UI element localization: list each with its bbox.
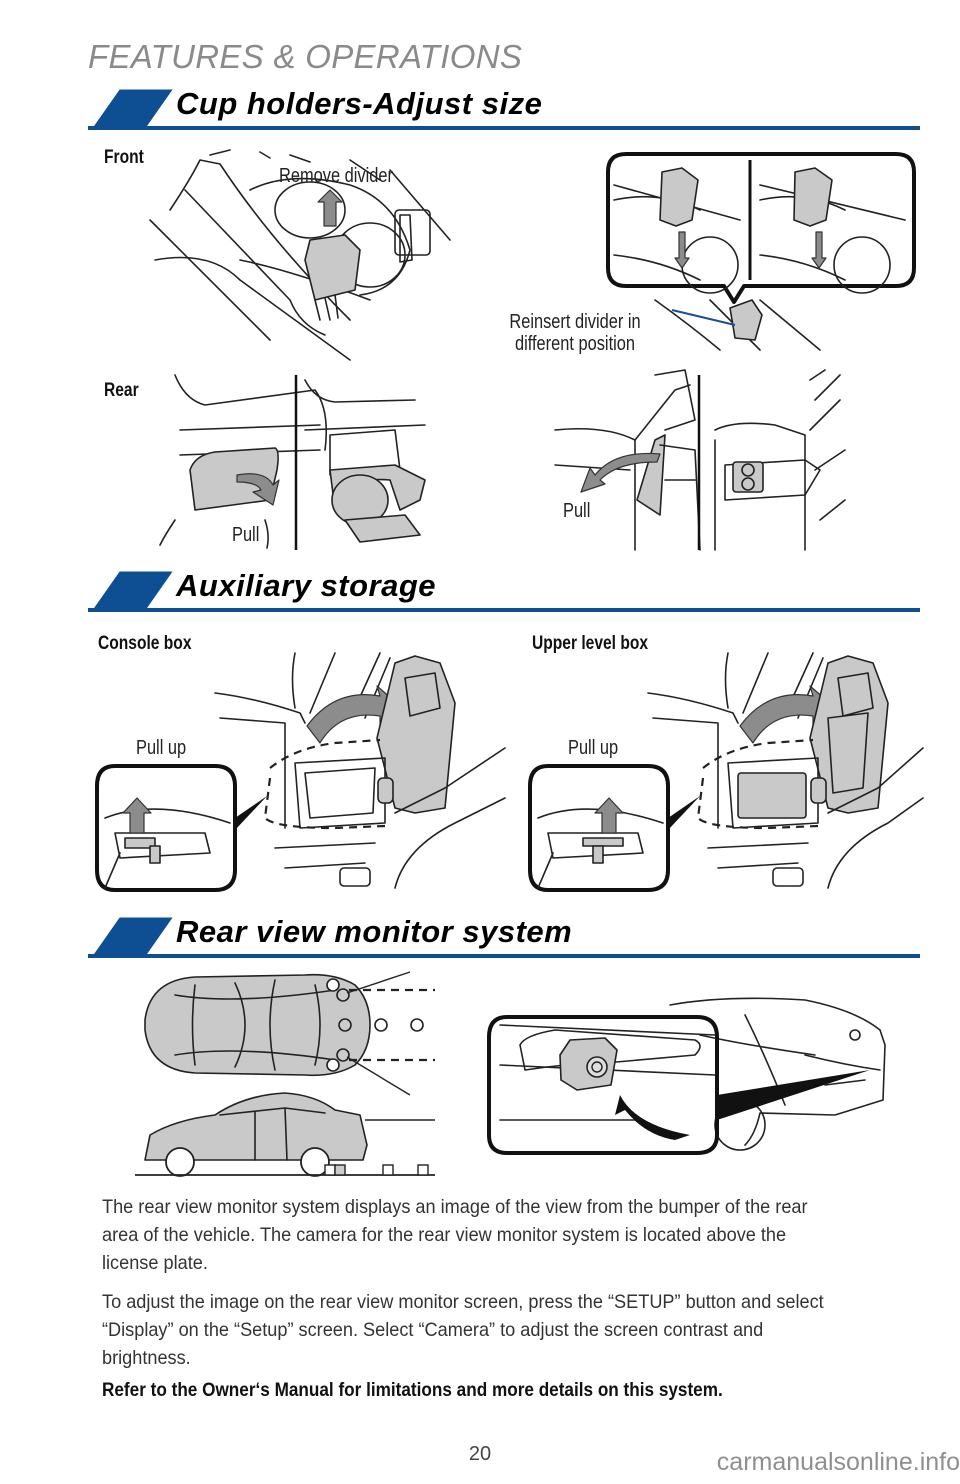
front-cup-holder-illustration — [149, 149, 451, 361]
section-header-rear-view-monitor: Rear view monitor system — [88, 912, 920, 958]
reinsert-divider-callout-line2: different position — [514, 333, 636, 355]
page-number: 20 — [468, 1443, 492, 1465]
watermark: carmanualsonline.info — [716, 1448, 960, 1476]
page-header: FEATURES & OPERATIONS — [88, 38, 523, 75]
section-rule — [88, 126, 920, 130]
console-box-label: Console box — [98, 633, 192, 654]
rear-view-description: The rear view monitor system displays an… — [102, 1196, 808, 1274]
section-tab-marker — [94, 89, 173, 126]
rear-label: Rear — [104, 380, 139, 401]
section-title: Cup holders-Adjust size — [176, 86, 543, 121]
remove-divider-callout: Remove divider — [279, 165, 393, 187]
section-title: Auxiliary storage — [176, 568, 437, 603]
pull-up-callout-right: Pull up — [568, 737, 619, 759]
pull-up-callout-left: Pull up — [136, 737, 187, 759]
console-box-illustration — [95, 652, 506, 892]
section-header-auxiliary-storage: Auxiliary storage — [88, 566, 920, 612]
upper-level-box-illustration — [528, 652, 924, 892]
upper-level-box-label: Upper level box — [532, 633, 649, 654]
front-label: Front — [104, 147, 144, 168]
section-tab-marker — [94, 571, 173, 608]
section-rule — [88, 954, 920, 958]
section-tab-marker — [94, 917, 173, 954]
rear-cup-holder-illustration — [159, 374, 426, 550]
divider-reinsert-inset — [606, 152, 916, 351]
section-title: Rear view monitor system — [176, 914, 573, 949]
section-header-cup-holders: Cup holders-Adjust size — [88, 84, 920, 130]
rear-camera-location-illustration — [487, 997, 886, 1155]
rear-view-adjust-instructions: To adjust the image on the rear view mon… — [102, 1291, 824, 1369]
owners-manual-note: Refer to the Owner‘s Manual for limitati… — [102, 1379, 723, 1401]
section-rule — [88, 608, 920, 612]
pull-callout-right: Pull — [563, 500, 591, 522]
reinsert-divider-callout-line1: Reinsert divider in — [509, 311, 641, 333]
rear-view-guide-diagram — [135, 971, 435, 1177]
pull-callout-left: Pull — [232, 524, 260, 546]
rear-armrest-cup-holder-illustration — [554, 369, 846, 551]
